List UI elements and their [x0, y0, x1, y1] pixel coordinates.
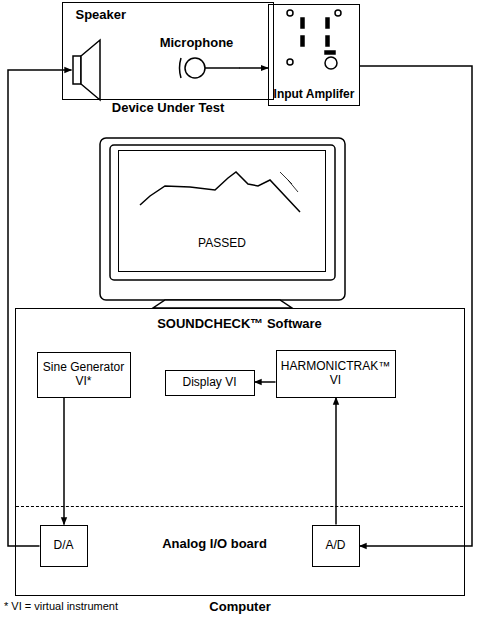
- node-text: A/D: [325, 539, 345, 553]
- footnote: * VI = virtual instrument: [4, 600, 118, 613]
- process-box: HARMONICTRAK™ VI: [276, 350, 396, 398]
- node-text: Input Amplifer: [274, 88, 355, 102]
- signal-connector: [63, 398, 65, 525]
- microphone-part: Microphone: [154, 36, 240, 82]
- device-box: SpeakerMicrophoneDevice Under Test: [62, 2, 274, 100]
- node-text: Microphone: [160, 36, 234, 51]
- signal-connector: [360, 66, 473, 546]
- computer-box: Sine Generator VI* Display VI HARMONICTRAK…: [15, 308, 465, 596]
- node-text: D/A: [53, 539, 73, 553]
- signal-connector: [240, 67, 269, 69]
- node-text: HARMONICTRAK™ VI: [280, 360, 392, 388]
- converter-box: A/D: [312, 525, 360, 567]
- process-box: Display VI: [165, 370, 255, 396]
- node-text: Sine Generator VI*: [41, 361, 127, 389]
- io-board-band: D/A A/D Analog I/O board: [16, 508, 463, 595]
- speaker-symbol: [73, 40, 100, 100]
- amplifier-box: Input Amplifer: [268, 4, 360, 106]
- speaker-part: Speaker: [72, 6, 148, 98]
- software-band: Sine Generator VI* Display VI HARMONICTRAK…: [16, 309, 463, 507]
- node-text: PASSED: [198, 237, 246, 251]
- outlet-symbols: [287, 10, 341, 69]
- monitor-screen: PASSED: [118, 150, 326, 272]
- converter-box: D/A: [40, 525, 88, 567]
- node-text: Analog I/O board: [162, 537, 267, 552]
- node-text: Device Under Test: [112, 101, 224, 116]
- signal-connector: [255, 381, 276, 383]
- node-text: Display VI: [182, 376, 236, 390]
- node-text: Speaker: [76, 8, 127, 23]
- microphone-symbol: [180, 58, 241, 78]
- signal-connector: [335, 398, 337, 525]
- node-text: Computer: [209, 600, 270, 615]
- node-text: SOUNDCHECK™ Software: [157, 317, 322, 332]
- monitor-illustration: [100, 138, 345, 308]
- process-box: Sine Generator VI*: [37, 352, 131, 398]
